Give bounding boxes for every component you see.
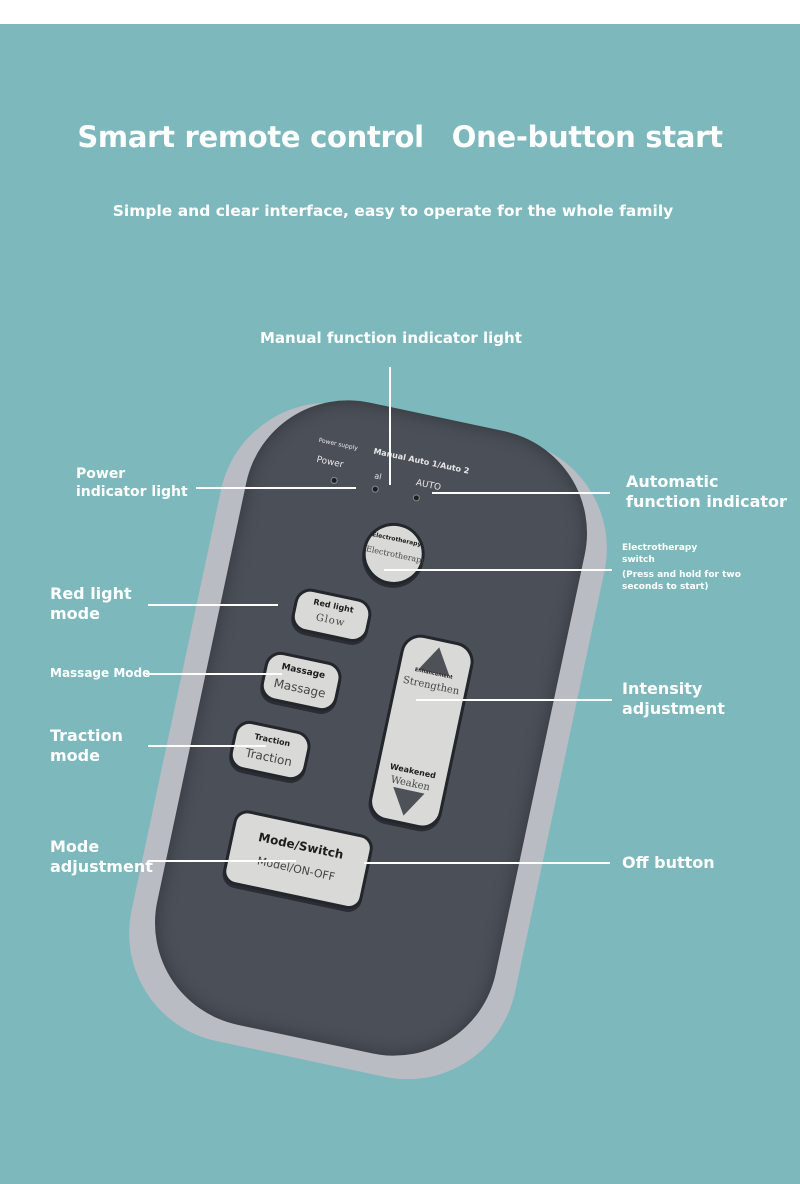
intensity-rocker[interactable]: Enhancement Strengthen Weakened Weaken bbox=[365, 630, 478, 833]
callout-mode-2: adjustment bbox=[50, 857, 153, 876]
leader-manual bbox=[389, 367, 391, 485]
callout-red-1: Red light bbox=[50, 584, 132, 603]
traction-button[interactable]: Traction Traction bbox=[226, 717, 314, 784]
callout-auto-1: Automatic bbox=[626, 472, 719, 491]
callout-power-1: Power bbox=[76, 466, 126, 482]
leader-red bbox=[148, 604, 278, 606]
callout-traction-1: Traction bbox=[50, 726, 123, 745]
callout-intensity-2: adjustment bbox=[622, 699, 725, 718]
leader-massage bbox=[146, 673, 282, 675]
callout-power-2: indicator light bbox=[76, 484, 188, 500]
red-light-button[interactable]: Red light Glow bbox=[288, 585, 375, 645]
callout-intensity-1: Intensity bbox=[622, 679, 703, 698]
callout-mode-1: Mode bbox=[50, 837, 100, 856]
arrow-down-icon bbox=[387, 786, 425, 819]
leader-mode bbox=[148, 860, 296, 862]
leader-electro bbox=[384, 569, 612, 571]
power-supply-small-label: Power supply bbox=[317, 436, 359, 453]
manual-led bbox=[371, 485, 380, 494]
headline-left: Smart remote control bbox=[77, 120, 424, 154]
auto-label: AUTO bbox=[414, 478, 442, 494]
power-label: Power bbox=[315, 454, 345, 471]
callout-electro-2: switch bbox=[622, 555, 655, 565]
leader-off bbox=[364, 862, 610, 864]
callout-auto-2: function indicator bbox=[626, 492, 787, 511]
leader-auto bbox=[432, 492, 610, 494]
leader-intensity bbox=[416, 699, 612, 701]
callout-electro-1: Electrotherapy bbox=[622, 543, 698, 553]
headline-right: One-button start bbox=[451, 120, 723, 154]
subtitle: Simple and clear interface, easy to oper… bbox=[112, 202, 674, 220]
electrotherapy-button[interactable]: Electrotherapy Electrotherapy bbox=[356, 517, 431, 591]
remote-control-body: Power supply Power Manual Auto 1/Auto 2 … bbox=[135, 380, 607, 1076]
callout-manual-indicator: Manual function indicator light bbox=[260, 329, 522, 347]
callout-electro-4: seconds to start) bbox=[622, 582, 709, 592]
electrotherapy-bottom-label: Electrotherapy bbox=[365, 544, 427, 566]
manual-auto-label: Manual Auto 1/Auto 2 bbox=[372, 446, 471, 476]
leader-power bbox=[196, 487, 356, 489]
massage-button[interactable]: Massage Massage bbox=[257, 648, 345, 715]
leader-traction bbox=[148, 745, 266, 747]
manual-short-label: al bbox=[373, 471, 383, 482]
callout-electro-3: (Press and hold for two bbox=[622, 570, 741, 580]
headline: Smart remote control One-button start bbox=[0, 120, 800, 154]
auto-led bbox=[412, 493, 421, 503]
callout-red-2: mode bbox=[50, 604, 100, 623]
callout-traction-2: mode bbox=[50, 746, 100, 765]
callout-massage: Massage Mode bbox=[50, 666, 151, 680]
callout-off: Off button bbox=[622, 853, 715, 872]
power-led bbox=[330, 476, 339, 485]
product-banner: Smart remote control One-button start Sim… bbox=[0, 24, 800, 1184]
